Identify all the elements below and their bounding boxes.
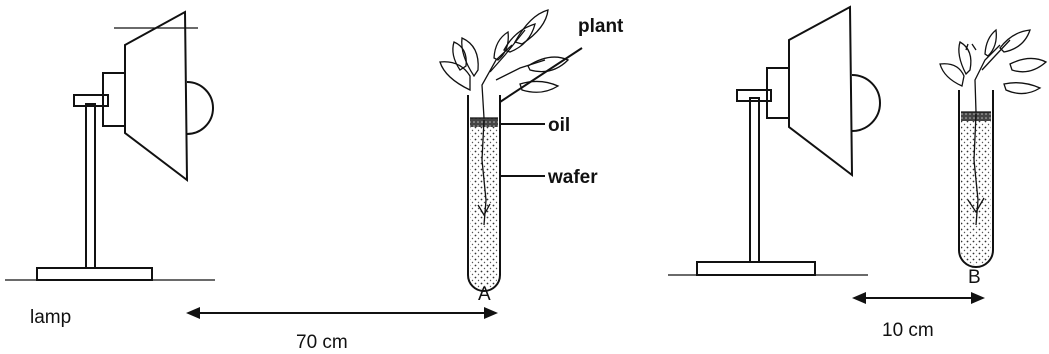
distance-arrow-a: 70 cm <box>186 307 498 353</box>
lamp-a-hinge <box>103 73 125 126</box>
lamp-b-base <box>697 262 815 275</box>
lamp-a-bulb <box>187 82 213 134</box>
lamp-b-shade <box>789 7 852 175</box>
lamp-b-stand <box>750 98 759 262</box>
lamp-a: lamp <box>5 12 215 328</box>
lamp-b-arm <box>737 90 771 101</box>
tube-b-label: B <box>968 267 981 288</box>
tube-a-setup: plant oil wafer A <box>440 10 624 305</box>
plant-label: plant <box>578 16 624 37</box>
distance-a-label: 70 cm <box>296 332 348 353</box>
tube-a-label: A <box>478 284 491 305</box>
water-label: wafer <box>547 167 598 188</box>
lamp-a-base <box>37 268 152 280</box>
lamp-b-bulb <box>852 75 880 131</box>
lamp-a-stand <box>86 104 95 268</box>
lamp-b <box>668 7 880 275</box>
tube-b-water <box>961 120 991 265</box>
oil-label: oil <box>548 115 570 136</box>
distance-b-label: 10 cm <box>882 320 934 341</box>
lamp-a-shade <box>125 12 187 180</box>
tube-a-water <box>470 126 498 289</box>
plant-a <box>440 10 568 118</box>
plant-pointer <box>500 48 582 102</box>
distance-arrow-b: 10 cm <box>852 292 985 341</box>
tube-b-setup: B <box>940 30 1046 288</box>
lamp-label: lamp <box>30 307 71 328</box>
